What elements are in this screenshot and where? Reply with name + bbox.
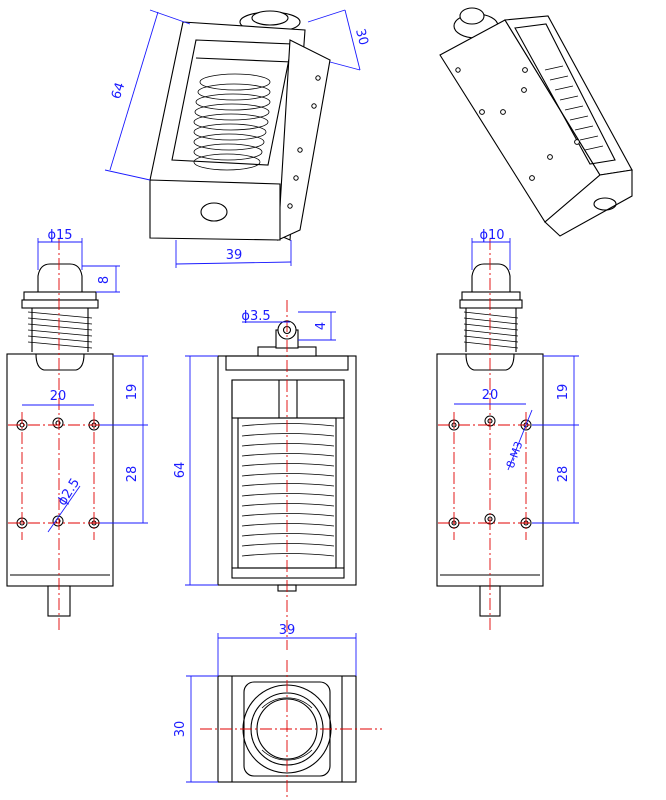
dim-label: 39 — [226, 248, 243, 263]
coil-windings — [193, 73, 271, 171]
right-side-view: ϕ10 20 19 28 8-M3 — [436, 228, 579, 630]
dim-label: 30 — [352, 27, 371, 47]
dim-label: 28 — [125, 466, 140, 483]
dim-label: ϕ10 — [479, 228, 504, 243]
dim-label: 20 — [482, 388, 499, 403]
bottom-view: 39 30 — [173, 623, 382, 800]
dim-label: 19 — [125, 384, 140, 401]
dim-label: 64 — [173, 462, 188, 479]
iso-back-view — [439, 7, 633, 237]
left-side-view: ϕ15 8 20 19 28 ϕ2.5 — [6, 228, 148, 630]
dim-label: 8 — [97, 276, 112, 284]
dim-label: 64 — [109, 81, 128, 101]
dim-label: 30 — [173, 721, 188, 738]
dim-label: 19 — [556, 384, 571, 401]
dim-label: 20 — [50, 389, 67, 404]
dim-label: ϕ3.5 — [241, 309, 270, 324]
iso-front-view: 64 30 39 — [104, 9, 371, 268]
dim-label: 28 — [556, 466, 571, 483]
dim-label: ϕ15 — [47, 228, 72, 243]
coil-windings — [544, 65, 604, 151]
dim-label: 4 — [314, 322, 329, 330]
coil-windings — [241, 423, 335, 557]
front-view: ϕ3.5 4 64 — [173, 300, 357, 650]
spring — [463, 308, 519, 352]
spring — [27, 308, 93, 352]
dim-label: 39 — [279, 623, 296, 638]
